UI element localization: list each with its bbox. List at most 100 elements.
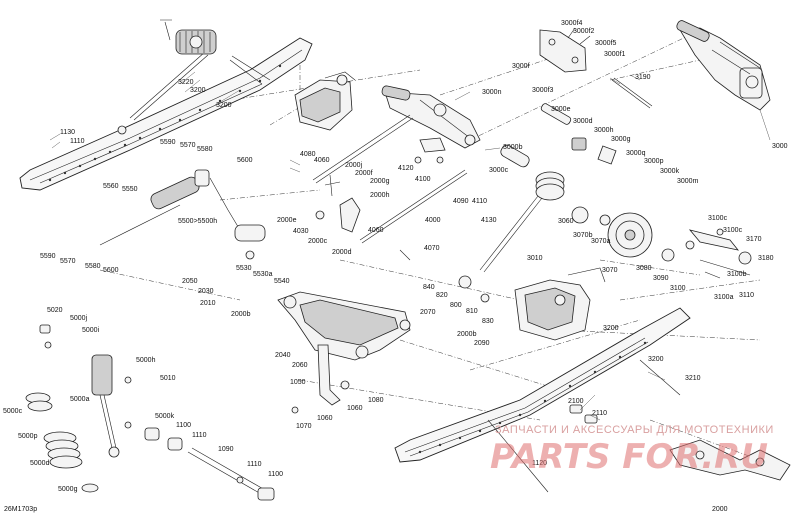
label: 1060	[317, 415, 333, 422]
rail-holes-left	[48, 64, 282, 182]
rear-arm-2070	[277, 291, 411, 361]
label: 3000c	[489, 167, 509, 174]
label: 5590	[160, 139, 176, 146]
axle-parts-right	[688, 228, 752, 279]
label: 2010	[200, 300, 216, 307]
label: 5600	[103, 267, 119, 274]
label: 1050	[290, 379, 306, 386]
leader-lines	[49, 71, 771, 421]
label: 3000p	[644, 158, 664, 165]
label: 1110	[247, 461, 262, 468]
front-arm-housing	[294, 71, 356, 131]
label: 5000g	[58, 486, 78, 493]
label: 3070b	[573, 232, 593, 239]
label: 1130	[60, 129, 75, 136]
label: 3100c	[708, 215, 728, 222]
label: 3170	[746, 236, 762, 243]
label: 3100c	[723, 227, 743, 234]
watermark-logo: PARTS FOR.RU	[490, 437, 768, 477]
label: 1120	[532, 460, 547, 467]
label: 4030	[293, 228, 309, 235]
label: 2000	[712, 506, 728, 513]
label: 3000b	[503, 144, 523, 151]
label: 4070	[424, 245, 440, 252]
label: 3000f3	[532, 87, 554, 94]
label: 5000c	[3, 408, 23, 415]
label: 5540	[274, 278, 290, 285]
label: 1100	[268, 471, 283, 478]
label: 4080	[300, 151, 316, 158]
label: 5560	[103, 183, 119, 190]
label: 5580	[85, 263, 101, 270]
label: 2000f	[355, 170, 373, 177]
label: 3100b	[727, 271, 747, 278]
label: 5580	[197, 146, 213, 153]
rear-axle-2000	[669, 439, 791, 481]
right-slide-rail	[394, 307, 691, 493]
idler-wheel-3070	[571, 206, 695, 262]
rear-housing	[458, 267, 606, 341]
rear-shock-5000	[25, 324, 132, 493]
label: 3190	[635, 74, 651, 81]
label: 1080	[368, 397, 384, 404]
label: 1110	[70, 138, 85, 145]
label: 5020	[47, 307, 63, 314]
part-labels: 1130 1110 3220 3200 3200 5590 5570 5580 …	[3, 20, 788, 513]
label: 3100	[670, 285, 686, 292]
watermark-tagline: ЗАПЧАСТИ И АКСЕССУАРЫ ДЛЯ МОТОТЕХНИКИ	[495, 424, 774, 436]
bracket-3000f	[539, 27, 591, 73]
label: 3010	[527, 255, 543, 262]
label: 4100	[415, 176, 431, 183]
label: 3000	[772, 143, 788, 150]
label: 3000f	[512, 63, 530, 70]
label: 5550	[122, 186, 138, 193]
label: 840	[423, 284, 435, 291]
label: 4090	[453, 198, 469, 205]
label: 2060	[292, 362, 308, 369]
label: 3000f1	[604, 51, 626, 58]
label: 4060	[368, 227, 384, 234]
label: 4110	[472, 198, 487, 205]
label: 5000k	[155, 413, 175, 420]
label: 3180	[758, 255, 774, 262]
label: 5000j	[70, 315, 88, 322]
front-shock-5500	[99, 169, 266, 260]
label: 3200	[190, 87, 206, 94]
label: 2110	[592, 410, 607, 417]
left-slide-rail	[19, 19, 313, 191]
label: 5570	[180, 142, 196, 149]
label: 810	[466, 308, 478, 315]
rods-upper	[500, 77, 653, 168]
label: 3000f5	[595, 40, 617, 47]
label: 3210	[685, 375, 701, 382]
label: 2000e	[277, 217, 297, 224]
label: 1090	[218, 446, 234, 453]
label: 2040	[275, 352, 291, 359]
label: 3000e	[551, 106, 571, 113]
label: 5000h	[136, 357, 156, 364]
label: 1110	[192, 432, 207, 439]
label: 3060	[558, 218, 574, 225]
label: 5500>5500h	[178, 218, 217, 225]
label: 3000h	[594, 127, 614, 134]
label: 3000n	[482, 89, 502, 96]
label: 3080	[636, 265, 652, 272]
label: 5000a	[70, 396, 90, 403]
label: 800	[450, 302, 462, 309]
label: 3110	[739, 292, 754, 299]
label: 4060	[314, 157, 330, 164]
label: 3200	[648, 356, 664, 363]
label: 2000d	[332, 249, 352, 256]
label: 2000h	[370, 192, 390, 199]
label: 2090	[474, 340, 490, 347]
label: 2070	[420, 309, 436, 316]
label: 2000b	[231, 311, 251, 318]
label: 3000f4	[561, 20, 583, 27]
label: 3000k	[660, 168, 680, 175]
watermark: ЗАПЧАСТИ И АКСЕССУАРЫ ДЛЯ МОТОТЕХНИКИ PA…	[490, 424, 774, 477]
label: 2030	[198, 288, 214, 295]
label: 2000b	[457, 331, 477, 338]
label: 5530a	[253, 271, 273, 278]
